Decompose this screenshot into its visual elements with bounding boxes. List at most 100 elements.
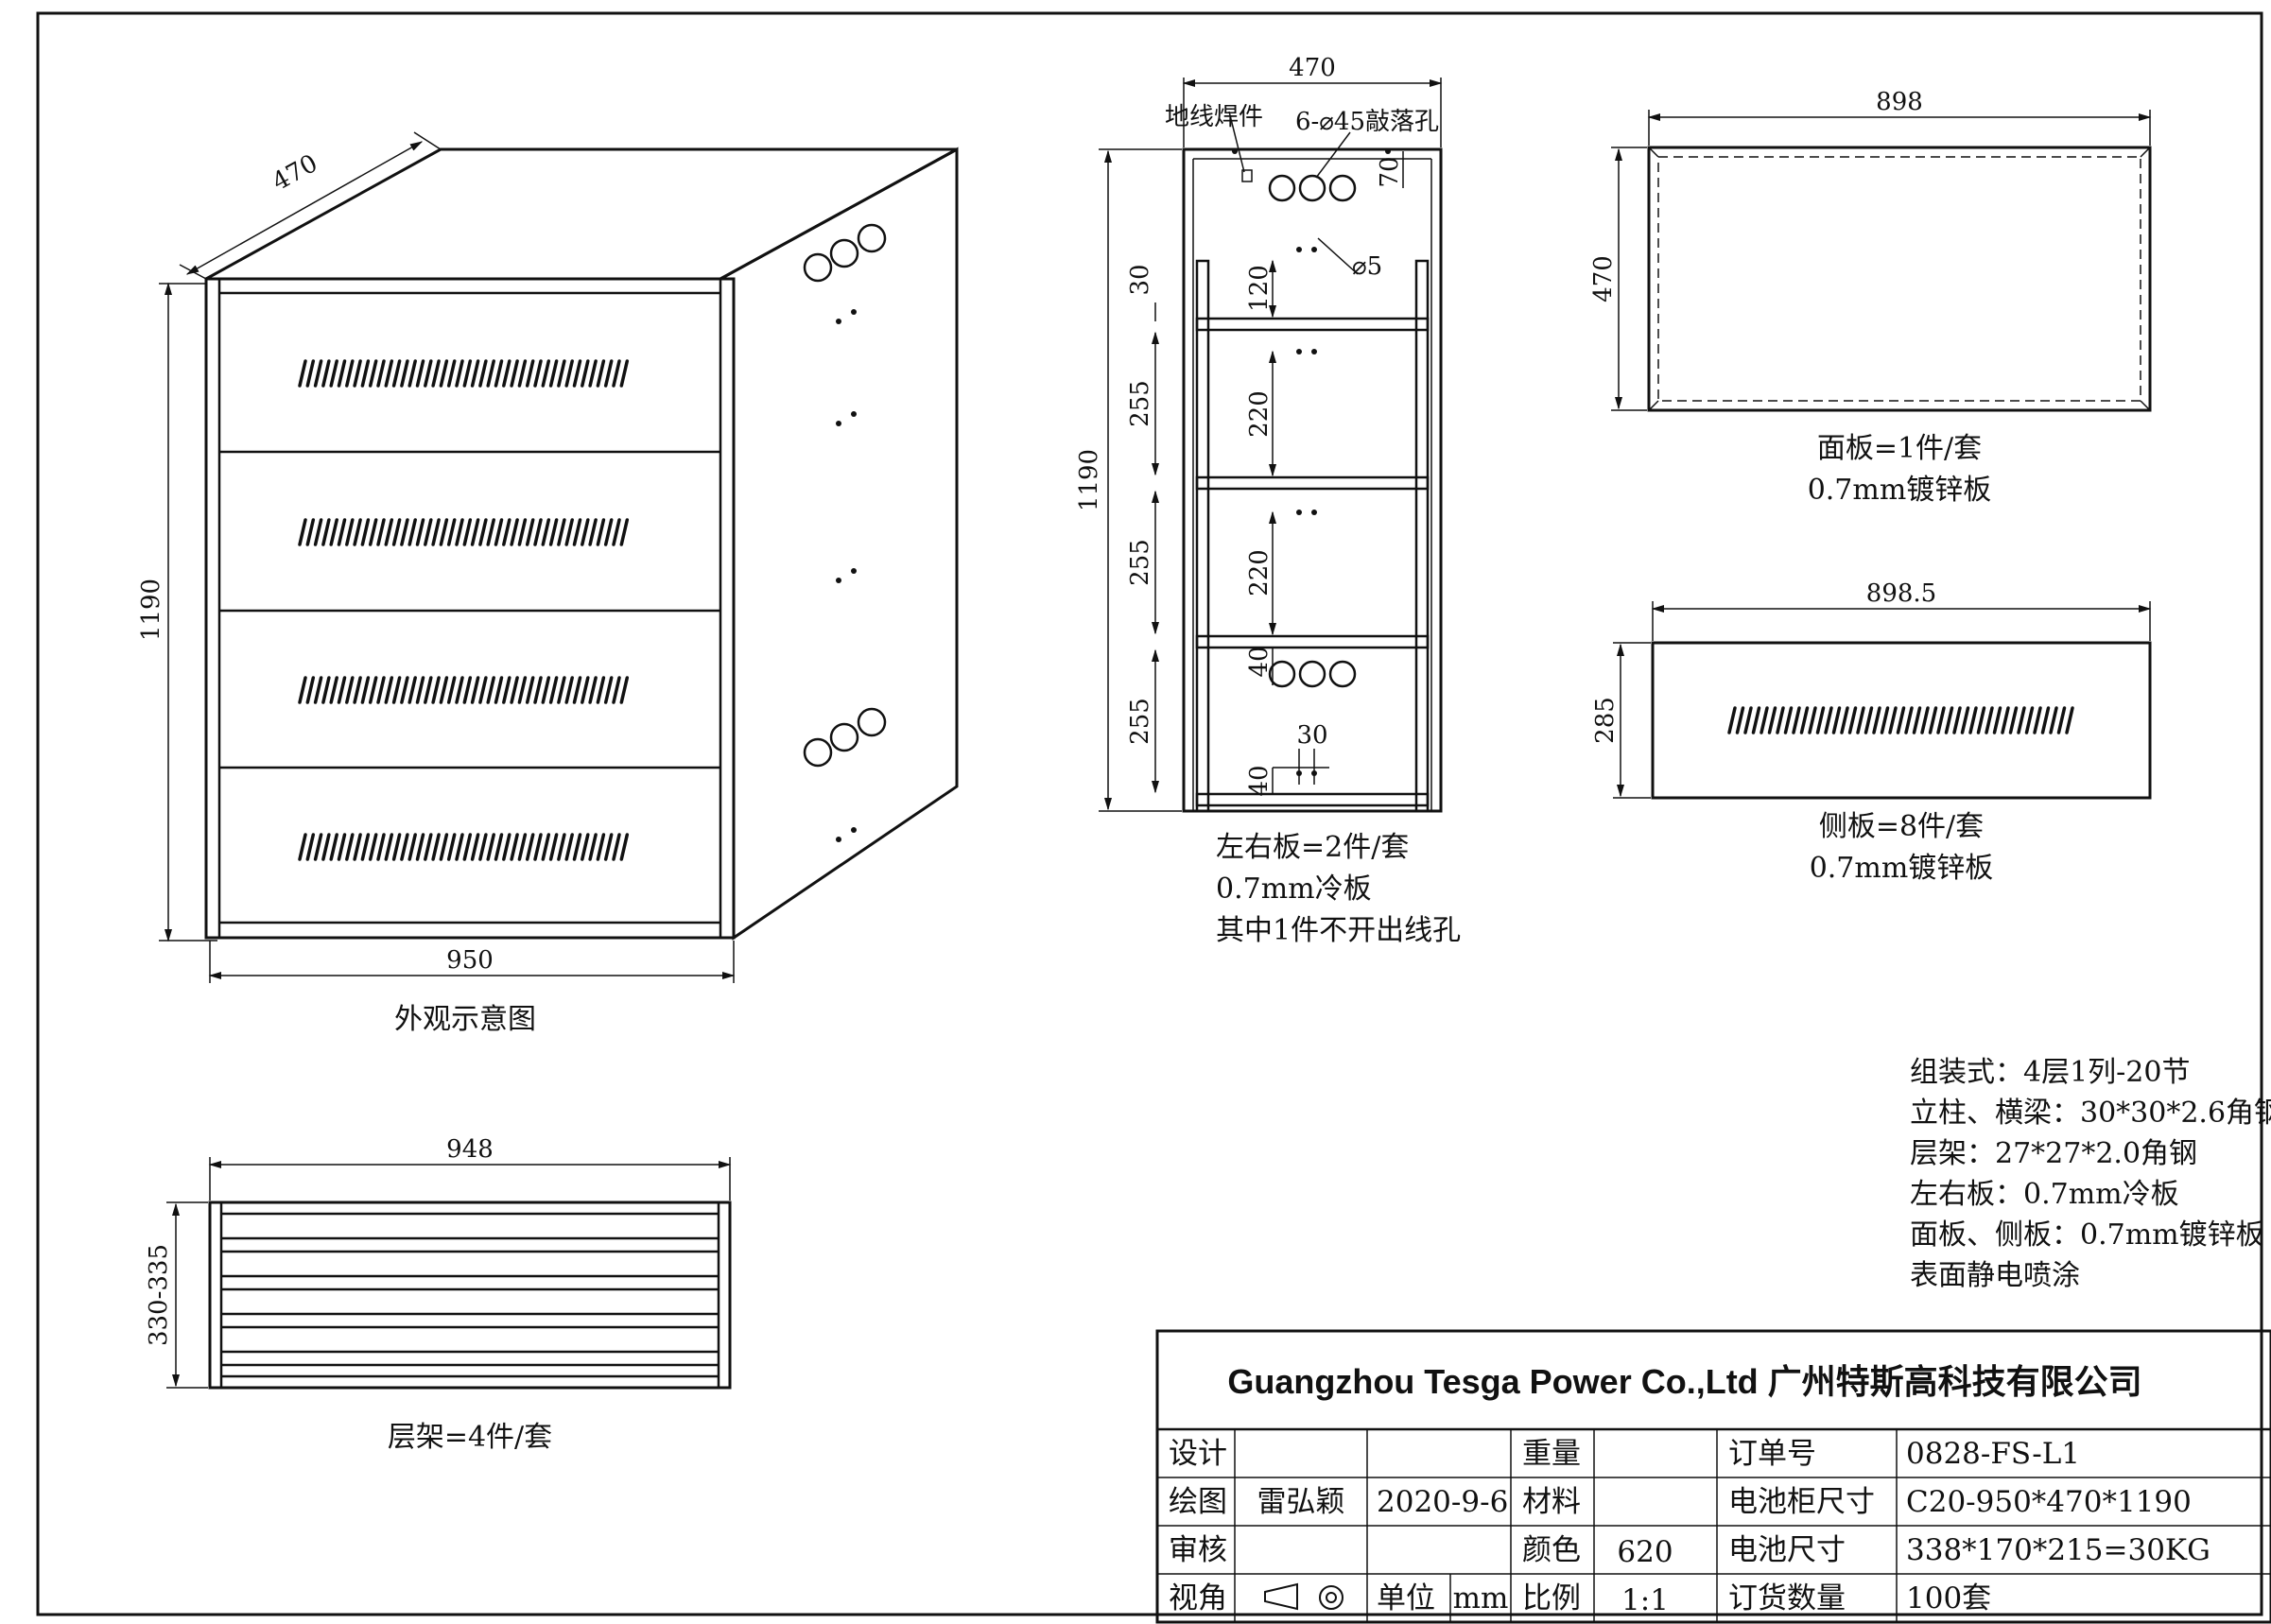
vent-slot: [478, 676, 488, 704]
vent-slot: [1767, 706, 1777, 734]
tb-label-battery-size: 电池尺寸: [1728, 1533, 1846, 1567]
vent-slot: [494, 518, 504, 546]
vent-slot: [502, 833, 511, 861]
vent-slot: [2017, 706, 2026, 734]
vent-slot: [2040, 706, 2051, 734]
vent-slot: [424, 676, 433, 704]
vent-slot: [368, 676, 378, 704]
vent-slot: [603, 518, 614, 546]
iso-caption: 外观示意图: [394, 1003, 536, 1036]
dim-120: 120: [1245, 265, 1274, 312]
vent-slot: [368, 359, 378, 388]
knockout-label: 6-⌀45敲落孔: [1295, 108, 1439, 136]
tb-label-drawn: 绘图: [1169, 1485, 1227, 1519]
vent-slot: [298, 518, 307, 546]
title-block: [1155, 1329, 2271, 1624]
vent-slot: [510, 359, 519, 388]
tb-label-review: 审核: [1169, 1533, 1227, 1567]
vent-slot: [384, 833, 394, 861]
vent-slot: [407, 676, 417, 704]
vent-slot: [431, 676, 441, 704]
dim-255-b: 255: [1126, 539, 1154, 586]
title-block-row-1: 设计 重量 订单号 0828-FS-L1: [1169, 1437, 2080, 1471]
dim-30: 30: [1126, 264, 1154, 295]
vent-slot: [525, 676, 535, 704]
vent-slot: [1751, 706, 1761, 734]
vent-slot: [603, 676, 614, 704]
vent-slot: [376, 518, 386, 546]
vent-slot: [1920, 706, 1930, 734]
vent-slot: [424, 833, 433, 861]
dim-40-b: 40: [1245, 765, 1274, 796]
vent-slot: [321, 833, 331, 861]
vent-slot: [376, 833, 386, 861]
vent-slot: [1792, 706, 1801, 734]
tb-label-view: 视角: [1169, 1581, 1227, 1615]
vent-slot: [564, 676, 574, 704]
top-panel-dim-width: 898: [1876, 88, 1923, 116]
vent-slot: [596, 359, 606, 388]
vent-slot: [305, 676, 316, 704]
vent-slot: [439, 833, 449, 861]
vent-slot: [462, 518, 473, 546]
tb-label-cabinet-size: 电池柜尺寸: [1728, 1485, 1875, 1519]
side-caption-3: 其中1件不开出线孔: [1216, 914, 1461, 947]
iso-dimensions: [159, 131, 736, 983]
vent-slot: [384, 359, 394, 388]
vent-slot: [470, 676, 480, 704]
vent-slot: [462, 359, 473, 388]
vent-slot: [541, 359, 551, 388]
vent-slot: [321, 518, 331, 546]
vent-slot: [455, 833, 464, 861]
vent-slot: [313, 676, 323, 704]
vent-slot: [2049, 706, 2058, 734]
isometric-view: [204, 147, 959, 941]
tb-drawn-by: 雷弘颖: [1257, 1485, 1345, 1519]
vent-slot: [1815, 706, 1826, 734]
tb-battery-size: 338*170*215=30KG: [1906, 1533, 2210, 1567]
tb-scale: 1:1: [1621, 1583, 1669, 1617]
vent-slot: [329, 676, 338, 704]
dim-220-a: 220: [1245, 390, 1274, 438]
dim-70: 70: [1376, 156, 1404, 187]
vent-slot: [353, 359, 362, 388]
vent-slot: [368, 518, 378, 546]
vent-slot: [510, 833, 519, 861]
vent-slot: [400, 833, 409, 861]
top-panel-caption-2: 0.7mm镀锌板: [1808, 474, 1992, 507]
vent-slot: [1928, 706, 1938, 734]
vent-slot: [588, 833, 598, 861]
vent-slot: [424, 518, 433, 546]
vent-slot: [541, 676, 551, 704]
projection-symbol-icon: [1264, 1582, 1344, 1611]
vent-slot: [1840, 706, 1849, 734]
vent-slot: [533, 676, 543, 704]
vent-slot: [298, 676, 307, 704]
vent-slot: [298, 833, 307, 861]
vent-slot: [431, 833, 441, 861]
tb-label-scale: 比例: [1522, 1581, 1581, 1615]
vent-slot: [407, 518, 417, 546]
vent-slot: [345, 676, 355, 704]
vent-slot: [486, 833, 495, 861]
side-dim-height: 1190: [1075, 449, 1103, 511]
vent-slot: [572, 833, 582, 861]
vent-slot: [391, 359, 402, 388]
vent-slot: [581, 676, 590, 704]
note-2: 立柱、横梁：30*30*2.6角钢: [1910, 1097, 2271, 1130]
vent-slot: [329, 833, 338, 861]
vent-slot: [439, 359, 449, 388]
vent-slot: [533, 833, 543, 861]
note-5: 面板、侧板：0.7mm镀锌板: [1910, 1218, 2264, 1252]
side-panel-dim-width: 898.5: [1866, 579, 1936, 608]
vent-slot: [1985, 706, 1994, 734]
notes: 组装式：4层1列-20节 立柱、横梁：30*30*2.6角钢 层架：27*27*…: [1910, 1056, 2271, 1292]
shelf-dimensions: [166, 1157, 732, 1389]
iso-dim-width: 950: [446, 946, 494, 975]
vent-slot: [353, 518, 362, 546]
vent-slot: [612, 676, 621, 704]
side-panel-caption-2: 0.7mm镀锌板: [1810, 852, 1994, 885]
tb-label-quantity: 订货数量: [1728, 1581, 1846, 1615]
note-1: 组装式：4层1列-20节: [1910, 1056, 2190, 1089]
